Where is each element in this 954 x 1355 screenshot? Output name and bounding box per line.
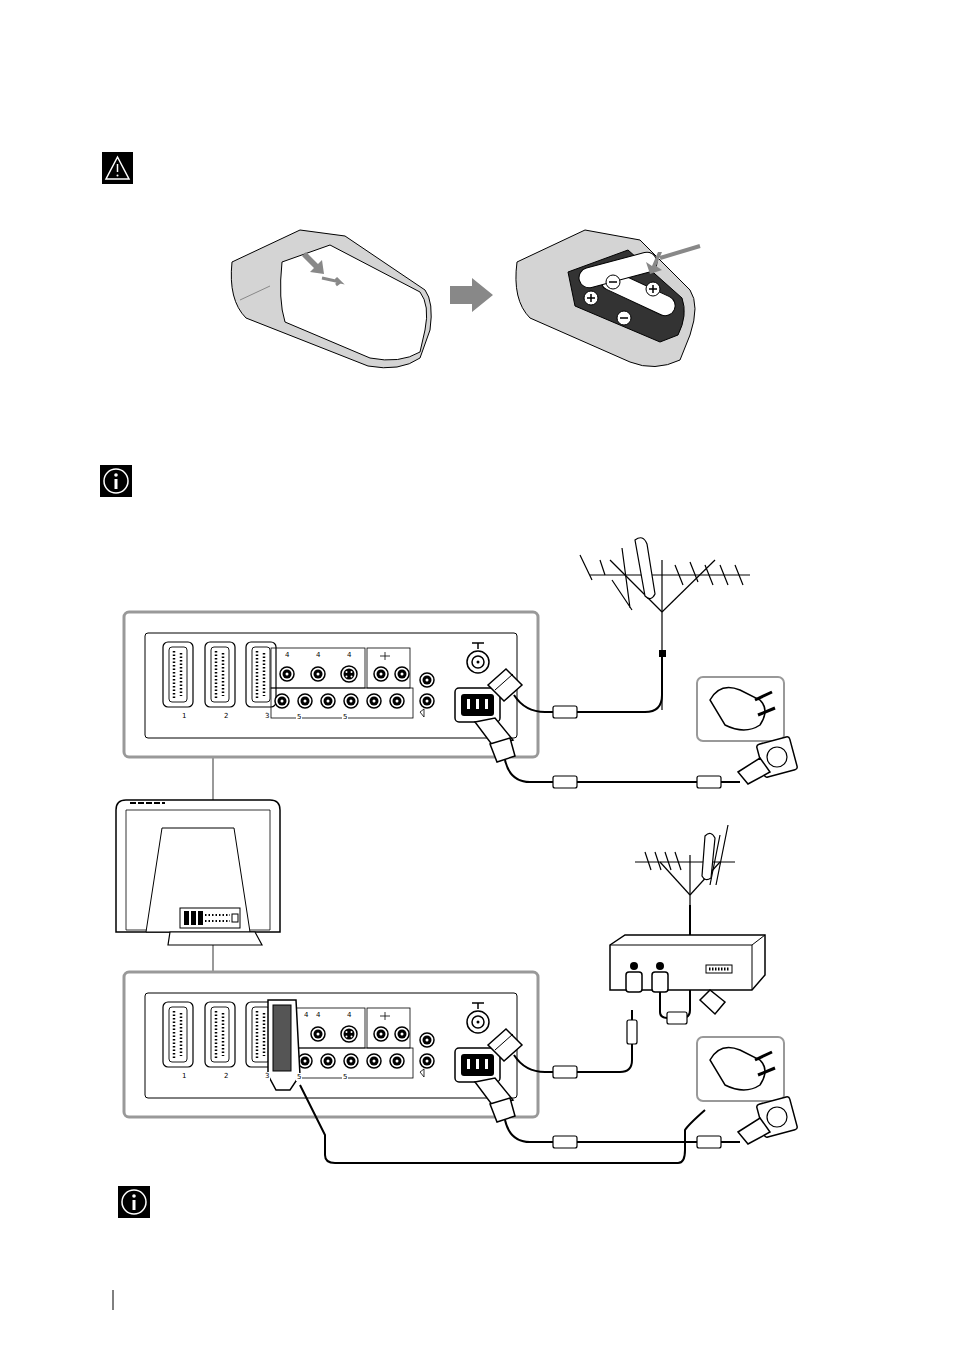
socket-number: 3 bbox=[264, 1072, 270, 1080]
rear-panel bbox=[124, 612, 538, 762]
rear-panel bbox=[124, 972, 538, 1122]
vcr bbox=[610, 935, 765, 1014]
socket-number: 4 bbox=[346, 1011, 352, 1019]
socket-number: 4 bbox=[346, 651, 352, 659]
cable bbox=[300, 657, 740, 1163]
info-icon bbox=[100, 465, 132, 497]
socket-number: 4 bbox=[315, 1011, 321, 1019]
socket-number: 4 bbox=[284, 651, 290, 659]
socket-number: 5 bbox=[296, 1073, 302, 1081]
socket-number: 1 bbox=[181, 1072, 187, 1080]
socket-number: 2 bbox=[223, 1072, 229, 1080]
info-icon bbox=[118, 1186, 150, 1218]
socket-number: 1 bbox=[181, 712, 187, 720]
tv-rear bbox=[116, 800, 280, 945]
socket-number: 4 bbox=[303, 1011, 309, 1019]
remote-control bbox=[231, 230, 431, 368]
socket-number: 5 bbox=[296, 713, 302, 721]
socket-number: 5 bbox=[342, 713, 348, 721]
remote-control bbox=[516, 230, 695, 367]
socket-number: 2 bbox=[223, 712, 229, 720]
warning-icon bbox=[102, 152, 133, 184]
socket-number: 5 bbox=[342, 1073, 348, 1081]
socket-number: 4 bbox=[315, 651, 321, 659]
aerial bbox=[635, 825, 735, 935]
socket-number: 3 bbox=[264, 712, 270, 720]
step-arrow bbox=[450, 278, 493, 312]
